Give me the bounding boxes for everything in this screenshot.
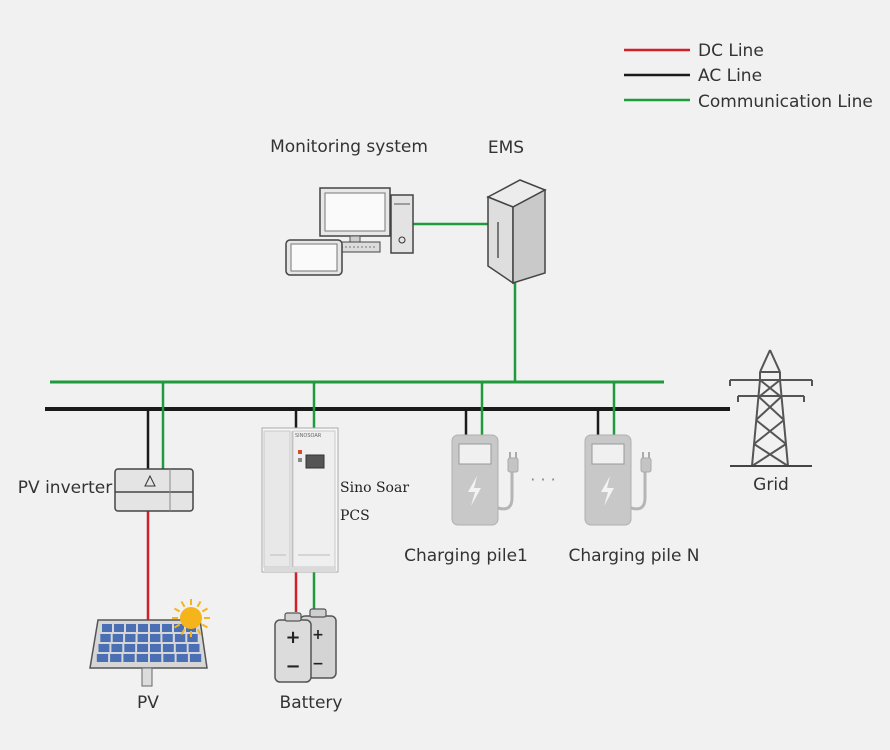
grid-tower — [729, 349, 813, 467]
lightning-icon — [468, 476, 481, 506]
charging-pile-1: Charging pile1 — [404, 434, 528, 566]
solar-cell — [114, 624, 124, 632]
monitoring-system: Monitoring system — [270, 137, 428, 276]
solar-cell — [163, 654, 175, 662]
solar-cell — [162, 634, 173, 642]
solar-cell — [137, 644, 148, 652]
connections — [146, 222, 616, 622]
battery-label: Battery — [280, 693, 343, 713]
solar-cell — [98, 644, 110, 652]
ellipsis: · · · — [530, 470, 555, 489]
sun-ray — [196, 628, 202, 635]
sun-ray — [201, 607, 208, 613]
pv-inverter-icon — [114, 468, 194, 512]
sun-ray — [174, 623, 181, 629]
lightning-icon — [601, 476, 614, 506]
solar-cell — [110, 654, 122, 662]
ems-cabinet: EMS — [486, 138, 547, 285]
charging-pile-n: Charging pile N — [568, 434, 700, 566]
plug-icon — [640, 457, 652, 473]
sun-ray — [196, 601, 202, 608]
solar-cell — [187, 634, 198, 642]
sun-ray — [201, 623, 208, 629]
battery: + − + − Battery — [274, 608, 343, 713]
solar-cell — [96, 654, 109, 662]
pcs-label-line2: PCS — [340, 508, 370, 524]
legend: DC Line AC Line Communication Line — [624, 41, 873, 112]
solar-cell — [136, 654, 148, 662]
solar-cell — [175, 644, 187, 652]
legend-ac-label: AC Line — [698, 66, 762, 86]
solar-cells — [96, 624, 202, 662]
solar-cell — [102, 624, 112, 632]
svg-text:−: − — [312, 656, 324, 672]
pv-inverter: PV inverter — [18, 468, 194, 512]
sun-ray — [180, 601, 186, 608]
solar-cell — [162, 644, 174, 652]
minus-icon: − — [285, 656, 300, 677]
plus-icon: + — [285, 627, 300, 648]
pv-label: PV — [137, 693, 159, 713]
solar-cell — [162, 624, 172, 632]
pcs-cabinet: SINOSOAR Sino Soar PCS — [261, 427, 409, 573]
solar-cell — [174, 624, 184, 632]
pcs-screen — [305, 454, 325, 469]
monitoring-system-label: Monitoring system — [270, 137, 428, 157]
grid-label: Grid — [753, 475, 789, 495]
solar-cell — [150, 634, 161, 642]
sun-ray — [174, 607, 181, 613]
plug-icon — [507, 457, 519, 473]
sun-ray — [180, 628, 186, 635]
ems-label: EMS — [488, 138, 524, 158]
solar-cell — [111, 644, 123, 652]
solar-cell — [123, 654, 135, 662]
solar-cell — [150, 644, 161, 652]
computer-tower-icon — [390, 194, 414, 254]
legend-dc-label: DC Line — [698, 41, 764, 61]
svg-text:SINOSOAR: SINOSOAR — [295, 433, 322, 439]
charging-pile-n-label: Charging pile N — [568, 546, 699, 566]
legend-comm-label: Communication Line — [698, 92, 873, 112]
pcs-label-line1: Sino Soar — [340, 480, 409, 496]
pv-inverter-label: PV inverter — [18, 478, 112, 498]
warning-icon — [144, 474, 156, 487]
solar-cell — [188, 644, 200, 652]
solar-cell — [126, 624, 136, 632]
solar-cell — [100, 634, 111, 642]
solar-cell — [112, 634, 124, 642]
solar-cell — [150, 624, 160, 632]
solar-cell — [124, 644, 136, 652]
solar-cell — [174, 634, 186, 642]
charging-pile-1-label: Charging pile1 — [404, 546, 528, 566]
solar-cell — [125, 634, 136, 642]
solar-cell — [189, 654, 202, 662]
pv-panel: PV — [89, 599, 210, 713]
solar-cell — [150, 654, 162, 662]
solar-cell — [138, 624, 148, 632]
solar-cell — [176, 654, 188, 662]
sun-icon — [172, 599, 210, 637]
panel-stand — [141, 667, 153, 687]
svg-text:+: + — [312, 627, 324, 643]
solar-cell — [137, 634, 148, 642]
